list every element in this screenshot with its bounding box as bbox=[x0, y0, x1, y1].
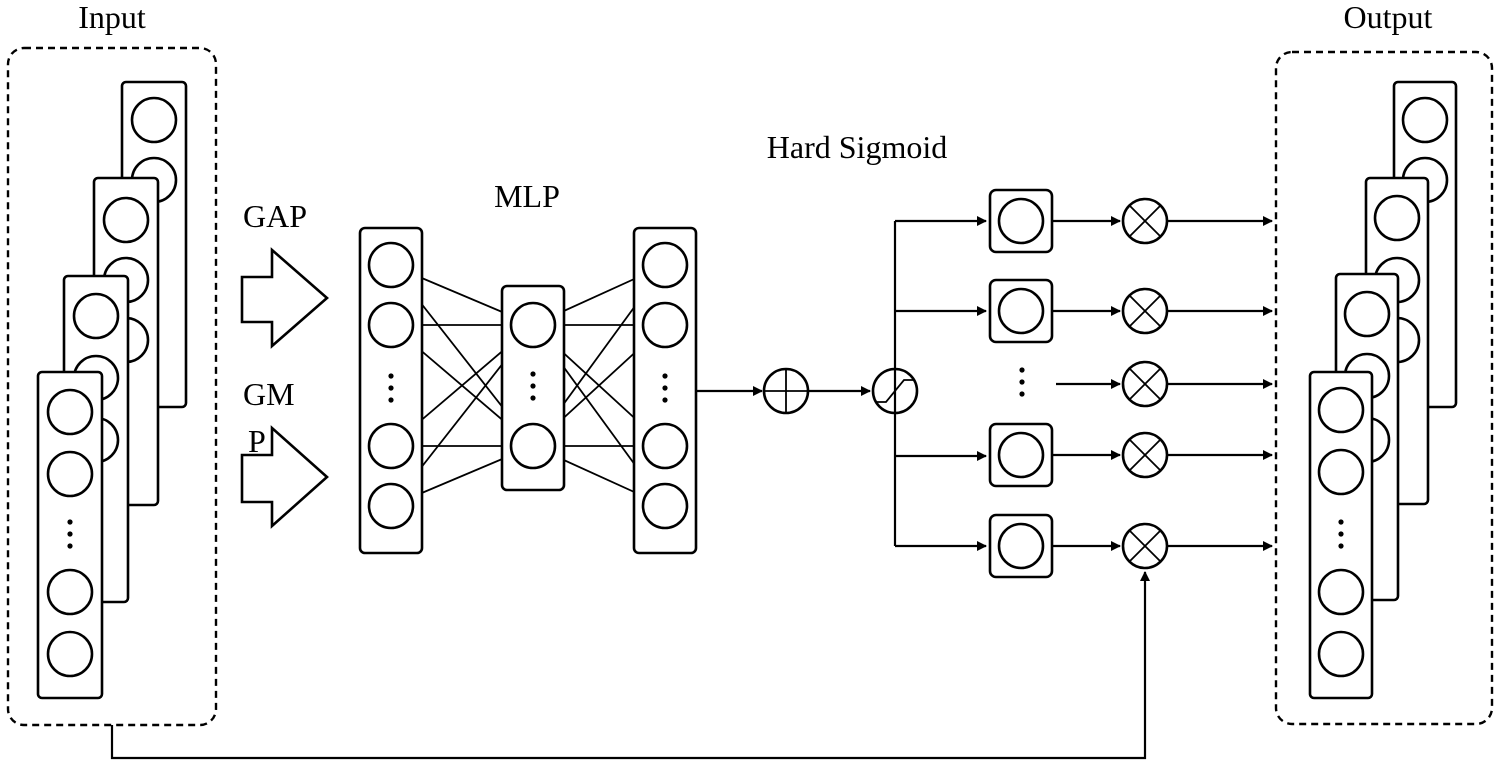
mlp-label: MLP bbox=[494, 178, 560, 214]
circled-times-icon bbox=[1121, 360, 1169, 408]
circled-times-icon bbox=[1121, 431, 1169, 479]
gap-label: GAP bbox=[243, 198, 307, 234]
circled-times-icon bbox=[1121, 287, 1169, 335]
gmp-label-line1: GM bbox=[243, 376, 295, 412]
output-container bbox=[1274, 50, 1494, 726]
mlp-hidden-layer bbox=[500, 284, 566, 492]
circled-times-icon bbox=[1121, 522, 1169, 570]
input-container bbox=[6, 46, 218, 727]
circled-times-icon bbox=[1121, 197, 1169, 245]
output-feature-stack bbox=[1308, 80, 1458, 700]
gap-block-arrow bbox=[240, 247, 329, 349]
input-feature-stack bbox=[36, 80, 188, 700]
circled-plus-icon bbox=[762, 367, 810, 415]
circled-times-icons bbox=[1121, 197, 1273, 570]
input-label: Input bbox=[78, 0, 146, 35]
gmp-block-arrow bbox=[240, 425, 329, 529]
hard-sigmoid-label: Hard Sigmoid bbox=[767, 129, 947, 165]
output-label: Output bbox=[1344, 0, 1433, 35]
mlp-input-layer bbox=[358, 226, 424, 555]
gmp-label-line2: P bbox=[248, 423, 266, 459]
branch-rows bbox=[895, 188, 1121, 579]
residual-connection-arrow bbox=[110, 571, 1150, 760]
mlp-output-layer bbox=[632, 226, 698, 555]
